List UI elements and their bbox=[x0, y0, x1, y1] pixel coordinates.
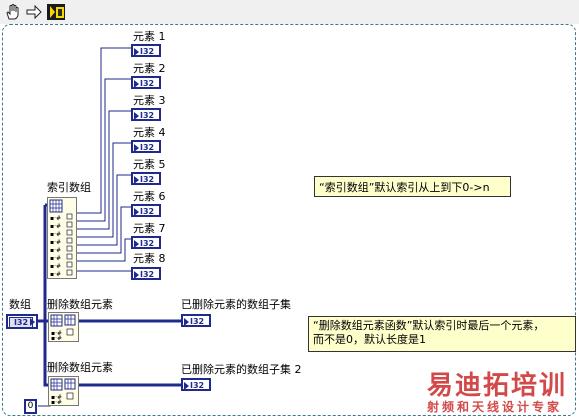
element-6-label: 元素 6 bbox=[133, 190, 166, 203]
svg-text:▪·#: ▪·# bbox=[50, 255, 61, 262]
delete-from-array-icon: ▪·# ▪·# bbox=[50, 378, 76, 405]
element-8-label: 元素 8 bbox=[133, 252, 166, 265]
svg-text:▪·#: ▪·# bbox=[50, 215, 61, 222]
block-diagram[interactable]: 索引数组 ▪·#▪·#▪·#▪·# ▪·#▪·#▪·#▪·# 元素 1 I32 … bbox=[2, 24, 576, 416]
svg-text:▪·#: ▪·# bbox=[51, 335, 62, 341]
element-2-label: 元素 2 bbox=[133, 62, 166, 75]
array-type: I32 bbox=[9, 317, 33, 328]
svg-text:▪·#: ▪·# bbox=[50, 239, 61, 246]
delete-comment-line-1: “删除数组元素函数”默认索引时最后一个元素， bbox=[313, 319, 545, 332]
delete-array-comment[interactable]: “删除数组元素函数”默认索引时最后一个元素， 而不是0，默认长度是1 bbox=[308, 316, 576, 352]
svg-text:▪·#: ▪·# bbox=[50, 263, 61, 270]
subset-2-indicator[interactable]: I32 bbox=[181, 378, 211, 391]
watermark-brand: 易迪拓培训 bbox=[427, 371, 568, 401]
highlight-execution-button[interactable] bbox=[46, 3, 66, 21]
subset-1-indicator[interactable]: I32 bbox=[181, 314, 211, 327]
delete-comment-line-2: 而不是0，默认长度是1 bbox=[313, 333, 426, 346]
element-4-label: 元素 4 bbox=[133, 126, 166, 139]
element-7-label: 元素 7 bbox=[133, 222, 166, 235]
hand-pointer-button[interactable] bbox=[3, 3, 21, 21]
svg-text:▪·#: ▪·# bbox=[51, 330, 62, 337]
index-array-label: 索引数组 bbox=[47, 181, 91, 194]
svg-text:▪·#: ▪·# bbox=[50, 247, 61, 254]
subset-1-label: 已删除元素的数组子集 bbox=[181, 298, 291, 311]
delete-array-1-label: 删除数组元素 bbox=[47, 298, 113, 311]
array-control[interactable]: I32 bbox=[6, 314, 38, 329]
svg-text:▪·#: ▪·# bbox=[50, 223, 61, 230]
delete-array-2-function[interactable]: ▪·# ▪·# bbox=[48, 376, 79, 406]
element-7-indicator[interactable]: I32 bbox=[131, 236, 161, 249]
element-3-label: 元素 3 bbox=[133, 94, 166, 107]
element-5-indicator[interactable]: I32 bbox=[131, 172, 161, 185]
element-1-indicator[interactable]: I32 bbox=[131, 44, 161, 57]
right-arrow-icon bbox=[26, 4, 42, 20]
step-arrow-button[interactable] bbox=[25, 3, 43, 21]
index-array-comment[interactable]: “索引数组”默认索引从上到下0->n bbox=[314, 176, 511, 197]
element-3-indicator[interactable]: I32 bbox=[131, 108, 161, 121]
svg-text:▪·#: ▪·# bbox=[50, 271, 61, 278]
element-6-indicator[interactable]: I32 bbox=[131, 204, 161, 217]
svg-text:▪·#: ▪·# bbox=[50, 231, 61, 238]
subset-2-label: 已删除元素的数组子集 2 bbox=[181, 363, 302, 376]
delete-from-array-icon: ▪·# ▪·# bbox=[50, 314, 76, 341]
array-label: 数组 bbox=[9, 298, 31, 311]
svg-text:▪·#: ▪·# bbox=[51, 394, 62, 401]
wires bbox=[37, 47, 181, 407]
element-5-label: 元素 5 bbox=[133, 158, 166, 171]
element-2-indicator[interactable]: I32 bbox=[131, 76, 161, 89]
numeric-constant[interactable]: 0 bbox=[24, 399, 37, 414]
highlight-execution-icon bbox=[47, 4, 65, 20]
hand-pointer-icon bbox=[6, 4, 19, 20]
delete-array-1-function[interactable]: ▪·# ▪·# bbox=[48, 312, 79, 342]
index-array-comment-text: “索引数组”默认索引从上到下0->n bbox=[319, 181, 490, 194]
index-array-icon: ▪·#▪·#▪·#▪·# ▪·#▪·#▪·#▪·# bbox=[49, 199, 73, 278]
delete-array-2-label: 删除数组元素 bbox=[47, 361, 113, 374]
element-8-indicator[interactable]: I32 bbox=[131, 267, 161, 280]
svg-text:▪·#: ▪·# bbox=[51, 399, 62, 405]
element-1-label: 元素 1 bbox=[133, 30, 166, 43]
toolbar bbox=[0, 0, 579, 24]
element-4-indicator[interactable]: I32 bbox=[131, 140, 161, 153]
index-array-function[interactable]: ▪·#▪·#▪·#▪·# ▪·#▪·#▪·#▪·# bbox=[47, 197, 77, 279]
watermark-slogan: 射频和天线设计专家 bbox=[427, 400, 563, 414]
